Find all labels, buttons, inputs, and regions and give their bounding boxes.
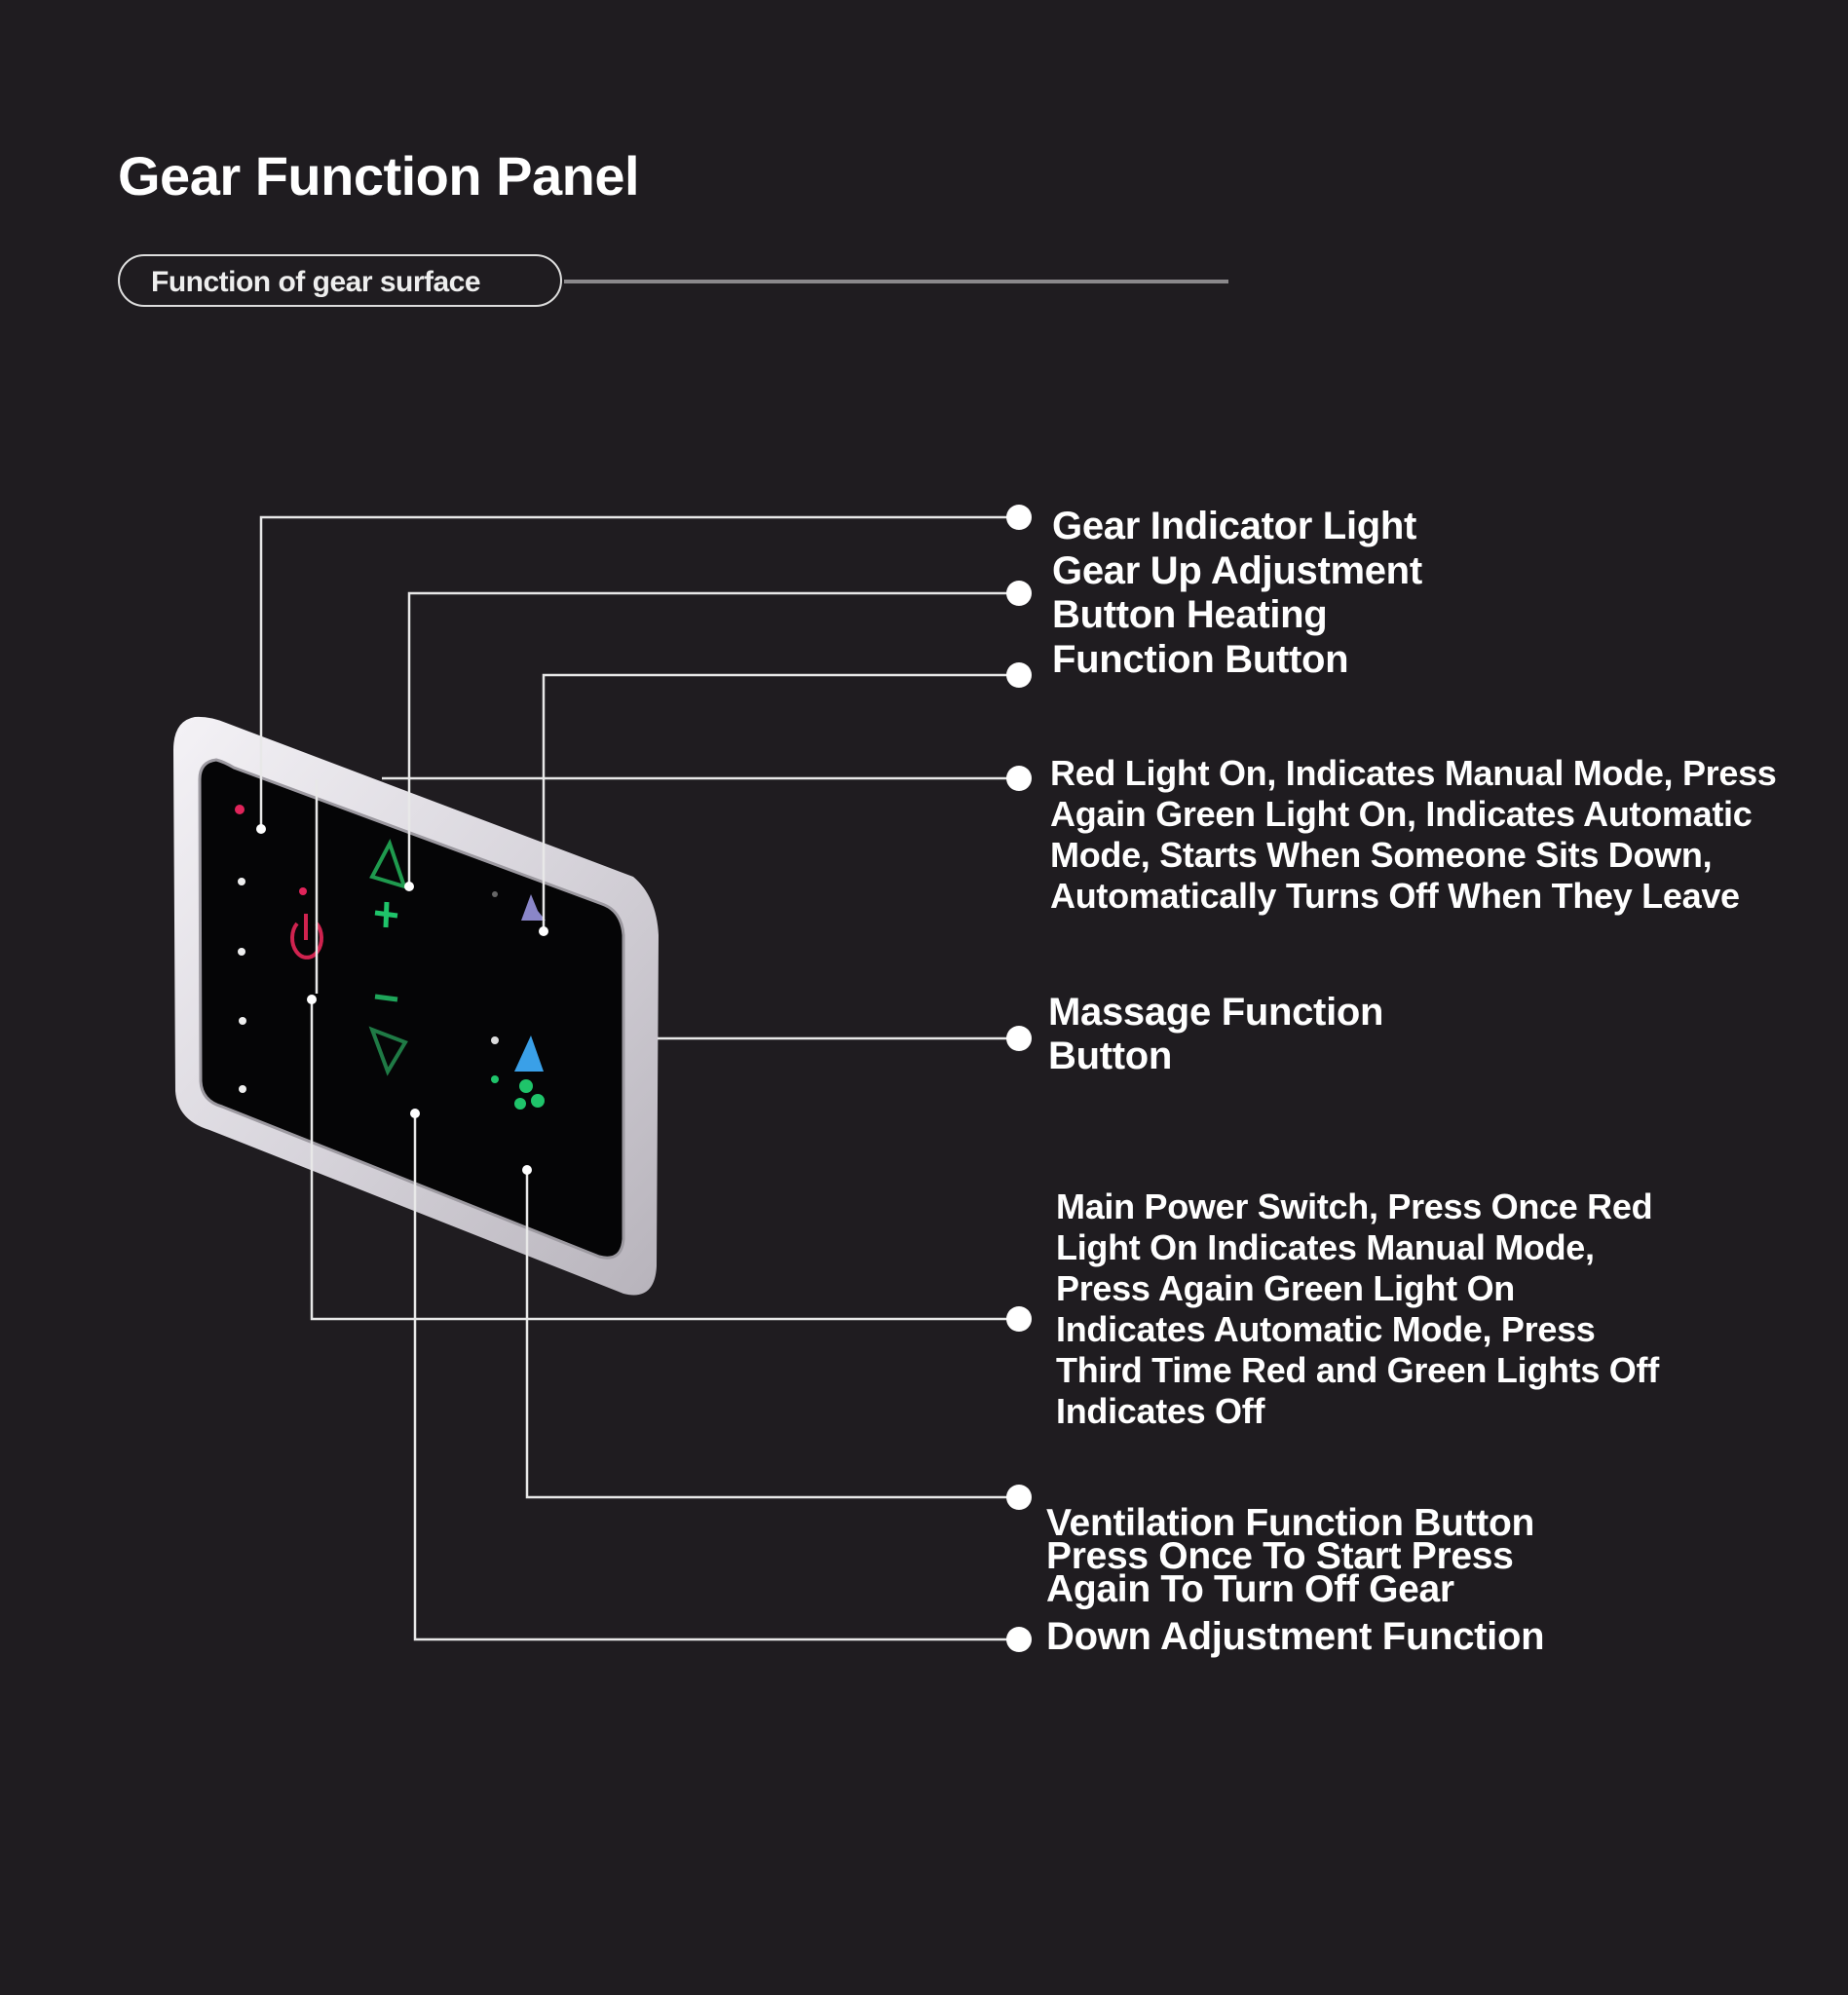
power-red-light: [299, 887, 307, 895]
gear-dot: [239, 1017, 246, 1025]
callout-massage: Massage Function Button: [1048, 991, 1384, 1077]
power-icon: [290, 914, 323, 960]
callout-heating-modes: Red Light On, Indicates Manual Mode, Pre…: [1050, 753, 1777, 916]
callout-gear-down: Down Adjustment Function: [1046, 1615, 1545, 1658]
callout-dots: [1006, 505, 1032, 1652]
callout-power: Main Power Switch, Press Once Red Light …: [1056, 1186, 1659, 1431]
gear-down-icon: [368, 1026, 408, 1076]
heating-icon: [521, 894, 546, 921]
gear-dot: [238, 878, 245, 885]
gear-dot: [238, 948, 245, 956]
red-indicator-light: [235, 805, 245, 814]
massage-icon: [514, 1035, 544, 1072]
callout-lines: [259, 515, 1019, 1641]
section-pill-label: Function of gear surface: [151, 266, 481, 298]
section-pill: Function of gear surface: [118, 254, 562, 307]
section-divider: [564, 280, 1228, 283]
callout-ventilation: Ventilation Function Button Press Once T…: [1046, 1502, 1534, 1610]
page-title: Gear Function Panel: [118, 145, 640, 207]
plus-icon: [374, 901, 398, 928]
minus-icon: [374, 994, 398, 1002]
gear-dot: [239, 1085, 246, 1093]
callout-gear-indicator-light: Gear Indicator Light: [1052, 505, 1417, 547]
callout-gear-up: Gear Up Adjustment Button Heating: [1052, 549, 1422, 636]
control-panel-device: [173, 716, 659, 1296]
ventilation-icon: [514, 1079, 545, 1110]
callout-anchors: [256, 824, 548, 1175]
gear-up-icon: [369, 838, 408, 890]
callout-heating: Function Button: [1052, 638, 1349, 681]
